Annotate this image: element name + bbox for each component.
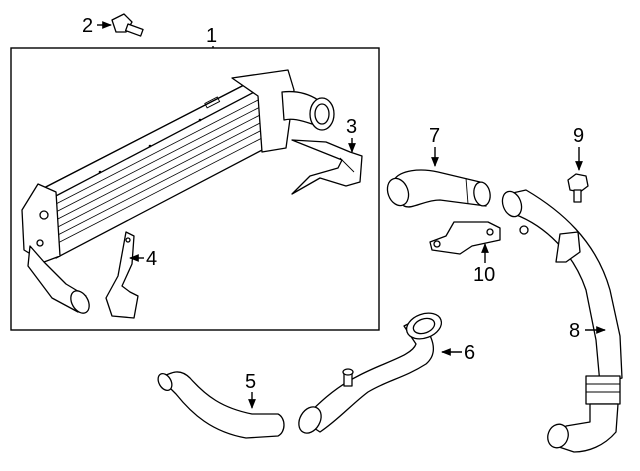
callout-label-9: 9 (573, 125, 584, 147)
deflector-bracket-part (291, 139, 363, 195)
callout-label-4: 4 (146, 248, 157, 270)
callout-label-3: 3 (346, 116, 357, 138)
callout-label-2: 2 (82, 15, 93, 37)
callout-label-6: 6 (464, 342, 475, 364)
pipe-8-part (501, 189, 623, 453)
nut-part (567, 173, 589, 203)
intercooler-part (21, 69, 335, 314)
tube-6-part (298, 312, 443, 434)
assembly-group-box (10, 47, 380, 331)
hose-5-part (157, 371, 285, 439)
callout-label-8: 8 (569, 320, 580, 342)
hose-7-part (386, 169, 491, 208)
bolt-part (111, 13, 144, 37)
callout-label-1: 1 (206, 25, 217, 47)
callout-label-5: 5 (245, 371, 256, 393)
small-bracket-part (105, 231, 139, 319)
callout-label-10: 10 (473, 264, 495, 286)
bracket-10-part (429, 221, 501, 255)
callout-label-7: 7 (429, 125, 440, 147)
